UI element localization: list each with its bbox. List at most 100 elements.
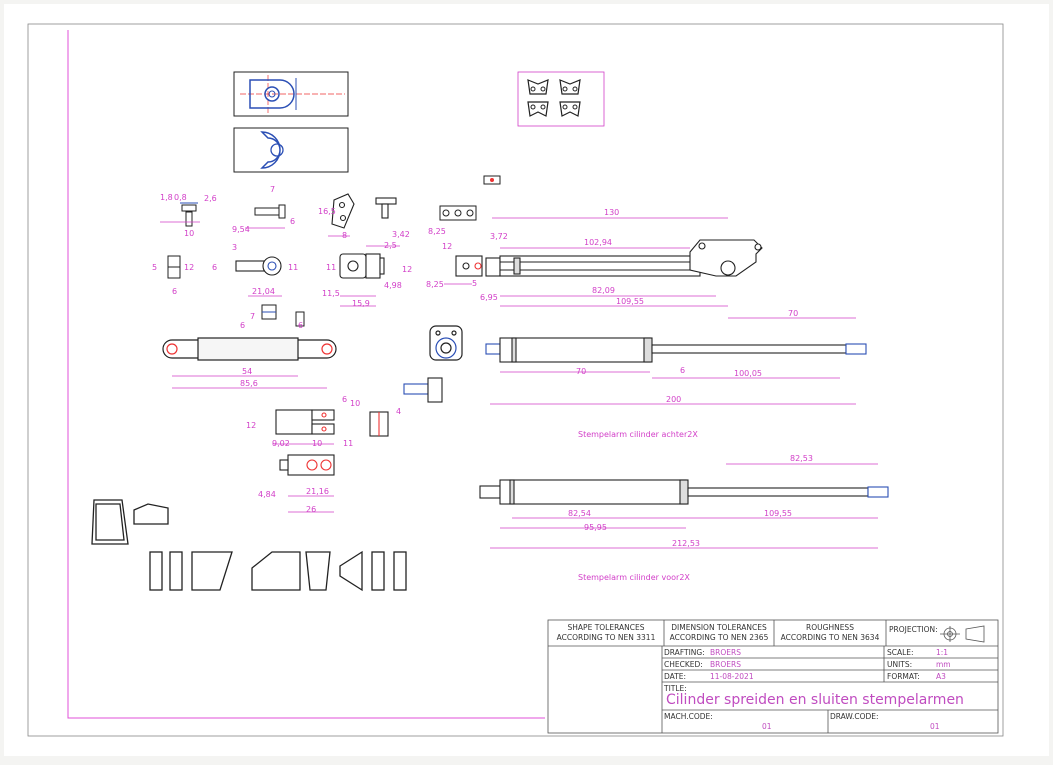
dim-70-b: 70	[576, 367, 586, 376]
dim-6-a: 6	[290, 217, 295, 226]
dim-12-a: 12	[442, 242, 452, 251]
small-clip	[261, 304, 305, 327]
dim-11-5: 11,5	[322, 289, 340, 298]
fork-part-top	[275, 409, 335, 435]
projection-label: PROJECTION:	[889, 625, 938, 634]
dim-102-94: 102,94	[584, 238, 612, 247]
bent-plates	[91, 499, 407, 592]
dim-6-f: 6	[680, 366, 685, 375]
dim-21-16: 21,16	[306, 487, 329, 496]
draw-code-value: 01	[930, 722, 940, 731]
dimension-texts: 1,8 0,8 2,6 10 9,54 7 16,5 6 8 3,42 8,25…	[152, 185, 813, 548]
section-view-top	[233, 71, 349, 117]
paper	[4, 4, 1049, 756]
clevis-part	[339, 253, 385, 279]
dimension-tolerances-line1: DIMENSION TOLERANCES	[671, 623, 767, 632]
dim-9-02: 9,02	[272, 439, 290, 448]
title-label: TITLE:	[663, 684, 687, 693]
mach-code-label: MACH.CODE:	[664, 712, 713, 721]
units-value: mm	[936, 660, 951, 669]
dim-12-b: 12	[184, 263, 194, 272]
label-front-cylinder: Stempelarm cilinder voor2X	[578, 573, 690, 582]
outer-border	[27, 23, 1004, 737]
dim-82-53: 82,53	[790, 454, 813, 463]
dim-8-25-a: 8,25	[428, 227, 446, 236]
ring-nut	[429, 325, 463, 361]
dim-10-b: 10	[350, 399, 360, 408]
dim-6-g: 6	[342, 395, 347, 404]
shape-tolerances-line1: SHAPE TOLERANCES	[568, 623, 645, 632]
dim-4-a: 4	[396, 407, 401, 416]
scale-label: SCALE:	[887, 648, 914, 657]
dim-9-54: 9,54	[232, 225, 250, 234]
dim-100-05: 100,05	[734, 369, 762, 378]
dim-15-9: 15,9	[352, 299, 370, 308]
bracket-plate	[331, 193, 397, 229]
format-label: FORMAT:	[887, 672, 920, 681]
spacer-part	[167, 255, 181, 279]
dim-10-a: 10	[184, 229, 194, 238]
eye-rod-end	[235, 256, 282, 276]
dim-11-a: 11	[288, 263, 298, 272]
scale-value: 1:1	[936, 648, 948, 657]
dim-11-b: 11	[326, 263, 336, 272]
dim-26: 26	[306, 505, 316, 514]
dim-6-d: 6	[240, 321, 245, 330]
dimension-tolerances-line2: ACCORDING TO NEN 2365	[670, 633, 769, 642]
dim-3-b: 3	[232, 243, 237, 252]
dim-16-5: 16,5	[318, 207, 336, 216]
dim-2-5: 2,5	[384, 241, 397, 250]
dim-12-c: 12	[402, 265, 412, 274]
dim-1-8: 1,8	[160, 193, 173, 202]
dim-0-8: 0,8	[174, 193, 187, 202]
format-value: A3	[936, 672, 946, 681]
dim-6-e: 6	[298, 321, 303, 330]
dim-5-b: 5	[472, 279, 477, 288]
link-plate	[162, 337, 337, 361]
bolt-part	[369, 377, 443, 437]
dim-7-a: 7	[270, 185, 275, 194]
cylinder-assembly-top	[485, 239, 763, 277]
dim-85-6: 85,6	[240, 379, 258, 388]
checked-value: BROERS	[710, 660, 741, 669]
title-block	[547, 619, 999, 734]
checked-label: CHECKED:	[664, 660, 703, 669]
roughness-line1: ROUGHNESS	[806, 623, 854, 632]
rear-cylinder-drawing	[485, 337, 867, 363]
draw-code-label: DRAW.CODE:	[830, 712, 879, 721]
inner-frame	[67, 30, 545, 719]
small-nut-part	[483, 175, 501, 185]
dim-21-04: 21,04	[252, 287, 275, 296]
dim-8-a: 8	[342, 231, 347, 240]
dim-130: 130	[604, 208, 619, 217]
dim-200: 200	[666, 395, 681, 404]
dim-6-95: 6,95	[480, 293, 498, 302]
dim-212-53: 212,53	[672, 539, 700, 548]
pin-part-1	[180, 202, 286, 227]
dim-2-6: 2,6	[204, 194, 217, 203]
drafting-value: BROERS	[710, 648, 741, 657]
drafting-label: DRAFTING:	[664, 648, 705, 657]
dimension-lines	[160, 217, 878, 549]
dim-54: 54	[242, 367, 252, 376]
dim-4-84: 4,84	[258, 490, 276, 499]
dim-6-c: 6	[172, 287, 177, 296]
dim-8-25-b: 8,25	[426, 280, 444, 289]
dim-109-55-a: 109,55	[616, 297, 644, 306]
dim-5-a: 5	[152, 263, 157, 272]
dim-3-72: 3,72	[490, 232, 508, 241]
dim-7-b: 7	[250, 312, 255, 321]
dim-109-55-b: 109,55	[764, 509, 792, 518]
shape-tolerances-line2: ACCORDING TO NEN 3311	[557, 633, 656, 642]
dim-10-c: 10	[312, 439, 322, 448]
mach-code-value: 01	[762, 722, 772, 731]
clamp-detail-views	[517, 71, 605, 127]
fork-part-bottom	[279, 454, 335, 476]
dim-11-c: 11	[343, 439, 353, 448]
bracket-side	[455, 255, 483, 277]
triple-block	[439, 205, 477, 221]
units-label: UNITS:	[887, 660, 912, 669]
label-rear-cylinder: Stempelarm cilinder achter2X	[578, 430, 698, 439]
section-view-bottom	[233, 127, 349, 173]
